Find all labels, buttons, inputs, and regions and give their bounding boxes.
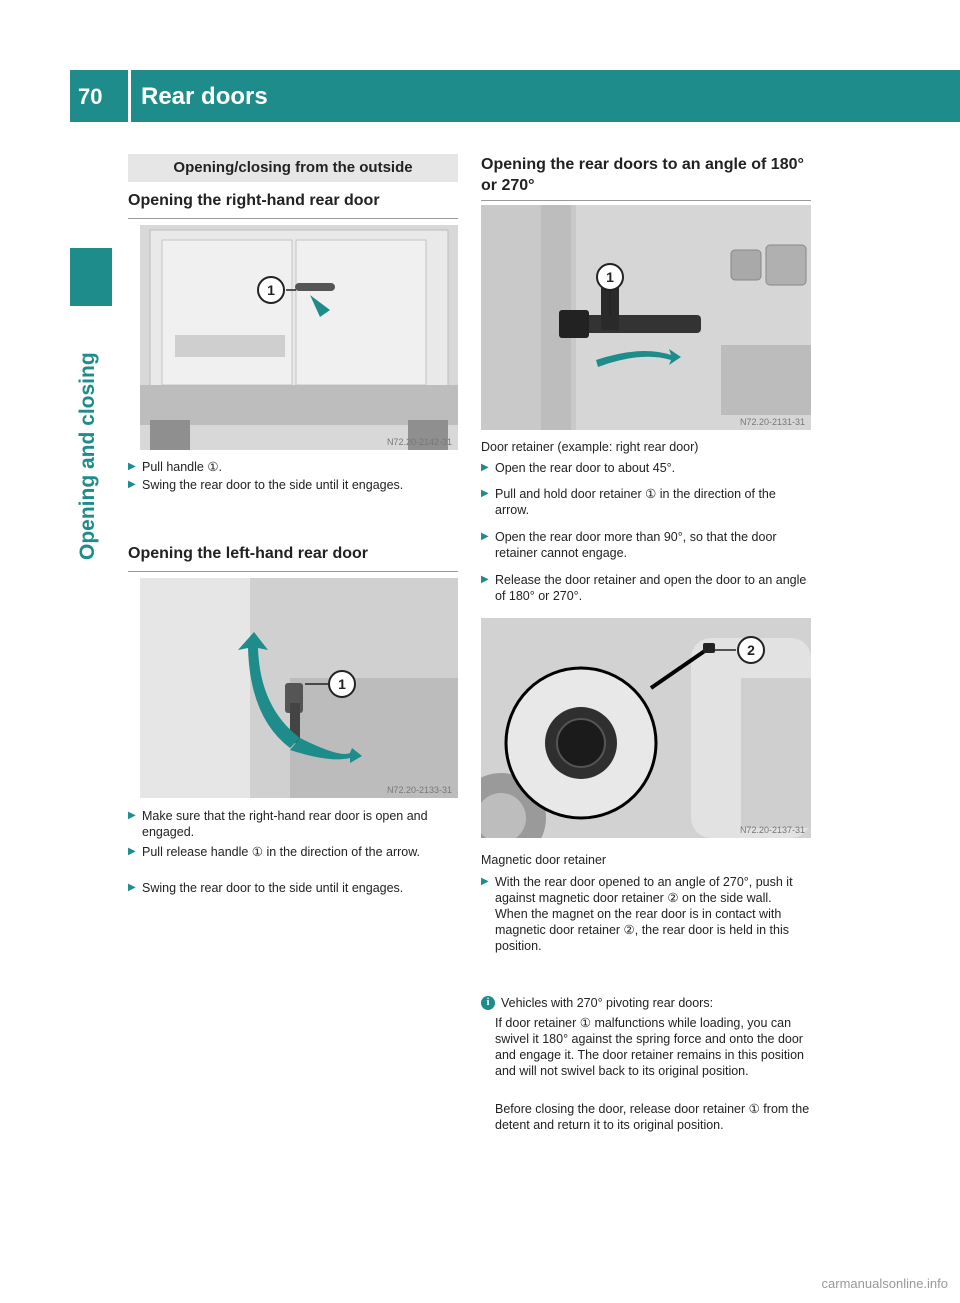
section-heading: Opening/closing from the outside: [128, 154, 458, 182]
bullet-arrow-icon: ▶: [128, 479, 136, 490]
divider: [128, 571, 458, 572]
page-number: 70: [78, 84, 103, 109]
page-title: Rear doors: [141, 83, 268, 110]
bullet-arrow-icon: ▶: [481, 876, 489, 887]
figure-code: N72.20-2137-31: [739, 825, 805, 835]
callout-2: 2: [747, 642, 755, 658]
magnetic-retainer-figure: 2 N72.20-2137-31: [481, 618, 811, 838]
right-door-figure: 1 N72.20-2142-31: [140, 225, 458, 450]
bullet-arrow-icon: ▶: [128, 846, 136, 857]
step: ▶ Release the door retainer and open the…: [481, 573, 807, 603]
left-door-figure: 1 N72.20-2133-31: [140, 578, 458, 798]
header-bar: [70, 70, 960, 122]
figure-code: N72.20-2131-31: [739, 417, 805, 427]
info-paragraph: Before closing the door, release door re…: [495, 1102, 810, 1132]
figure-caption: Magnetic door retainer: [481, 853, 607, 867]
callout-1: 1: [606, 269, 614, 285]
bullet-arrow-icon: ▶: [481, 574, 489, 585]
footer-watermark: carmanualsonline.info: [821, 1276, 948, 1291]
figure-caption: Door retainer (example: right rear door): [481, 440, 699, 454]
step: ▶ Pull release handle ① in the direction…: [128, 845, 421, 859]
info-paragraph: If door retainer ① malfunctions while lo…: [495, 1016, 804, 1078]
step: ▶ Open the rear door to about 45°.: [481, 461, 676, 475]
callout-1: 1: [267, 282, 275, 298]
divider: [481, 200, 811, 201]
callout-1: 1: [338, 676, 346, 692]
step: ▶ Pull and hold door retainer ① in the d…: [481, 487, 776, 517]
bullet-arrow-icon: ▶: [481, 462, 489, 473]
door-retainer-figure: 1 N72.20-2131-31: [481, 205, 811, 430]
info-title: Vehicles with 270° pivoting rear doors:: [501, 996, 714, 1010]
info-icon: i: [481, 996, 495, 1010]
side-tab-label: Opening and closing: [76, 352, 99, 560]
bullet-arrow-icon: ▶: [481, 531, 489, 542]
side-tab-marker: [70, 248, 112, 306]
bullet-arrow-icon: ▶: [128, 810, 136, 821]
step: ▶ Swing the rear door to the side until …: [128, 478, 404, 492]
step: ▶ Swing the rear door to the side until …: [128, 881, 404, 895]
divider: [128, 218, 458, 219]
step: ▶ Make sure that the right-hand rear doo…: [128, 809, 428, 839]
bullet-arrow-icon: ▶: [128, 461, 136, 472]
bullet-arrow-icon: ▶: [481, 488, 489, 499]
bullet-arrow-icon: ▶: [128, 882, 136, 893]
header-divider: [128, 70, 131, 122]
step: ▶ Open the rear door more than 90°, so t…: [481, 530, 777, 560]
figure-code: N72.20-2142-31: [386, 437, 452, 447]
step: ▶ Pull handle ①.: [128, 460, 223, 474]
left-door-title: Opening the left-hand rear door: [128, 545, 369, 562]
right-column-title: Opening the rear doors to an angle of 18…: [481, 156, 804, 194]
step: ▶ With the rear door opened to an angle …: [481, 875, 793, 953]
figure-code: N72.20-2133-31: [386, 785, 452, 795]
right-door-title: Opening the right-hand rear door: [128, 192, 380, 209]
